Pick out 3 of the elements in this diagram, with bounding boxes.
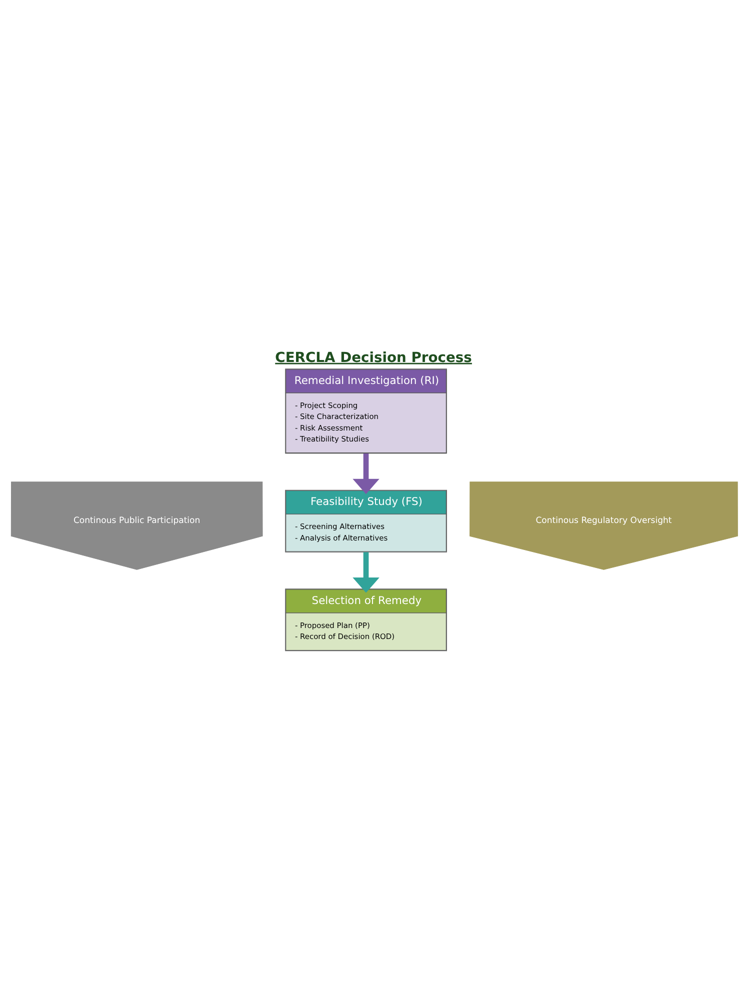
diagram-title: CERCLA Decision Process (275, 350, 472, 366)
arrow (352, 552, 380, 593)
arrow (352, 453, 380, 494)
